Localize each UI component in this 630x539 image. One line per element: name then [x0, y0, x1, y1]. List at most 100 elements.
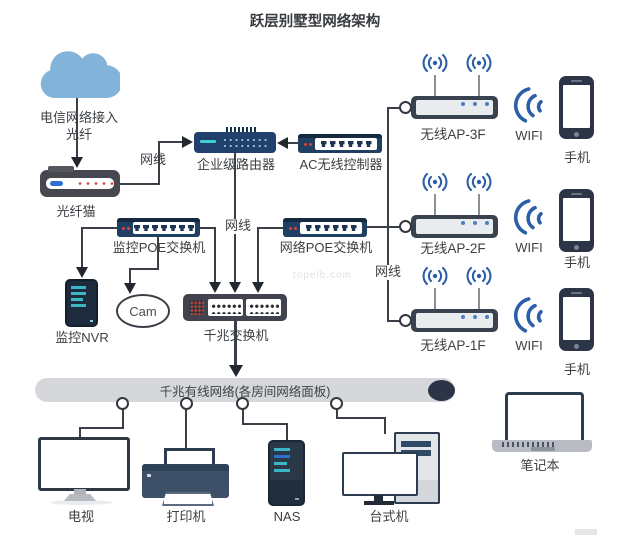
phone-icon-1f: [559, 288, 594, 351]
tv-stand-neck: [74, 489, 86, 495]
poe-surveillance-switch-icon: [117, 218, 200, 237]
printer-paper: [162, 492, 214, 506]
cable-poecam-nvr-1: [81, 227, 118, 229]
router-label: 企业级路由器: [196, 157, 276, 172]
ap-1f-label: 无线AP-1F: [420, 338, 486, 353]
phone-icon-3f: [559, 76, 594, 139]
wall-port-circle-printer: [180, 397, 193, 410]
nas-icon: [268, 440, 305, 506]
antenna-signal-icon: [466, 266, 492, 286]
gigabit-switch-label: 千兆交换机: [203, 328, 269, 343]
nvr-label: 监控NVR: [55, 330, 109, 345]
gigabit-switch-icon: [183, 294, 287, 321]
wifi-label-1f: WIFI: [515, 338, 543, 353]
cable-poecam-cam-3: [129, 268, 131, 284]
desktop-monitor: [342, 452, 418, 496]
cable-modem-router-1: [120, 183, 160, 185]
arrow-router-gswitch: [229, 282, 241, 293]
fiber-label: 光纤: [65, 127, 93, 142]
poe-surveillance-switch-label: 监控POE交换机: [112, 240, 206, 255]
drop-desktop-2: [336, 417, 386, 419]
backbone-bar-label: 千兆有线网络(各房间网络面板): [159, 384, 331, 399]
ap-2f-label: 无线AP-2F: [420, 241, 486, 256]
arrow-poecam-gswitch: [209, 282, 221, 293]
ap-2f-group: [399, 172, 509, 242]
wireless-ap-icon: [411, 215, 498, 238]
poe-network-switch-icon: [283, 218, 367, 237]
ac-controller-icon: [298, 134, 382, 153]
wifi-label-2f: WIFI: [515, 240, 543, 255]
cloud-label: 电信网络接入: [39, 110, 119, 125]
antenna-signal-icon: [422, 53, 448, 73]
phone-icon-2f: [559, 189, 594, 252]
phone-label-3f: 手机: [563, 150, 591, 165]
ap-bus-to-ap3: [387, 107, 402, 109]
arrow-into-nvr: [76, 267, 88, 278]
drop-printer: [185, 408, 187, 449]
arrow-into-cam: [124, 283, 136, 294]
tv-shadow: [50, 500, 112, 505]
cloud-icon: [36, 46, 120, 103]
phone-label-1f: 手机: [563, 362, 591, 377]
wall-port-circle-tv: [116, 397, 129, 410]
wireless-ap-icon: [411, 309, 498, 332]
ap-bus-vertical: [387, 107, 389, 322]
cable-router-gswitch: [234, 153, 236, 283]
wifi-label-3f: WIFI: [515, 128, 543, 143]
cable-cloud-modem: [76, 98, 78, 158]
cable-poecam-cam-2: [129, 268, 159, 270]
nvr-icon: [65, 279, 98, 327]
cable-poecam-gswitch-1: [199, 227, 216, 229]
antenna-signal-icon: [466, 172, 492, 192]
cable-poenet-gswitch-2: [257, 227, 259, 283]
fiber-modem-label: 光纤猫: [56, 204, 96, 219]
wall-port-circle-desktop: [330, 397, 343, 410]
antenna-signal-icon: [422, 172, 448, 192]
ap-3f-label: 无线AP-3F: [420, 127, 486, 142]
wireless-ap-icon: [411, 96, 498, 119]
tv-stand-base: [64, 494, 96, 501]
watermark-fragment: [575, 529, 597, 535]
fiber-modem-icon: [40, 166, 120, 197]
antenna-signal-icon: [422, 266, 448, 286]
arrow-into-router-left: [182, 136, 193, 148]
drop-tv-3: [79, 427, 81, 438]
laptop-icon: [492, 392, 597, 454]
phone-label-2f: 手机: [563, 255, 591, 270]
tv-icon: [38, 437, 130, 491]
antenna-signal-icon: [466, 53, 492, 73]
cable-ac-router: [286, 142, 298, 144]
printer-label: 打印机: [166, 509, 206, 524]
ap-3f-group: [399, 53, 509, 123]
cable-poecam-cam-1: [157, 237, 159, 270]
cable-label-ap-bus: 网线: [371, 264, 405, 280]
page-title: 跃层别墅型网络架构: [249, 14, 381, 30]
drop-desktop-1: [336, 408, 338, 419]
tv-label: 电视: [67, 509, 95, 524]
drop-tv-2: [79, 427, 124, 429]
wifi-signal-icon: [513, 297, 543, 333]
cable-gswitch-backbone: [234, 321, 237, 367]
drop-nas-3: [286, 423, 288, 441]
arrow-cloud-modem: [71, 157, 83, 168]
router-icon: [194, 127, 276, 153]
ap-connector-circle: [399, 220, 412, 233]
desktop-monitor-base: [364, 501, 394, 505]
cable-poecam-nvr-2: [81, 227, 83, 268]
camera-label: Cam: [129, 303, 157, 319]
wall-port-circle-nas: [236, 397, 249, 410]
ap-connector-circle: [399, 314, 412, 327]
desktop-label: 台式机: [369, 509, 409, 524]
camera-node: Cam: [116, 294, 170, 328]
cable-label-modem-router: 网线: [139, 152, 167, 167]
cable-poenet-gswitch-1: [257, 227, 284, 229]
backbone-bar-endcap: [428, 380, 455, 401]
cable-label-router-switch: 网线: [221, 218, 255, 234]
ap-connector-circle: [399, 101, 412, 114]
drop-nas-2: [242, 423, 288, 425]
wifi-signal-icon: [513, 87, 543, 123]
poe-network-switch-label: 网络POE交换机: [279, 240, 373, 255]
drop-nas-1: [242, 408, 244, 425]
ap-bus-to-ap1: [387, 320, 402, 322]
cable-poecam-gswitch-2: [214, 227, 216, 283]
